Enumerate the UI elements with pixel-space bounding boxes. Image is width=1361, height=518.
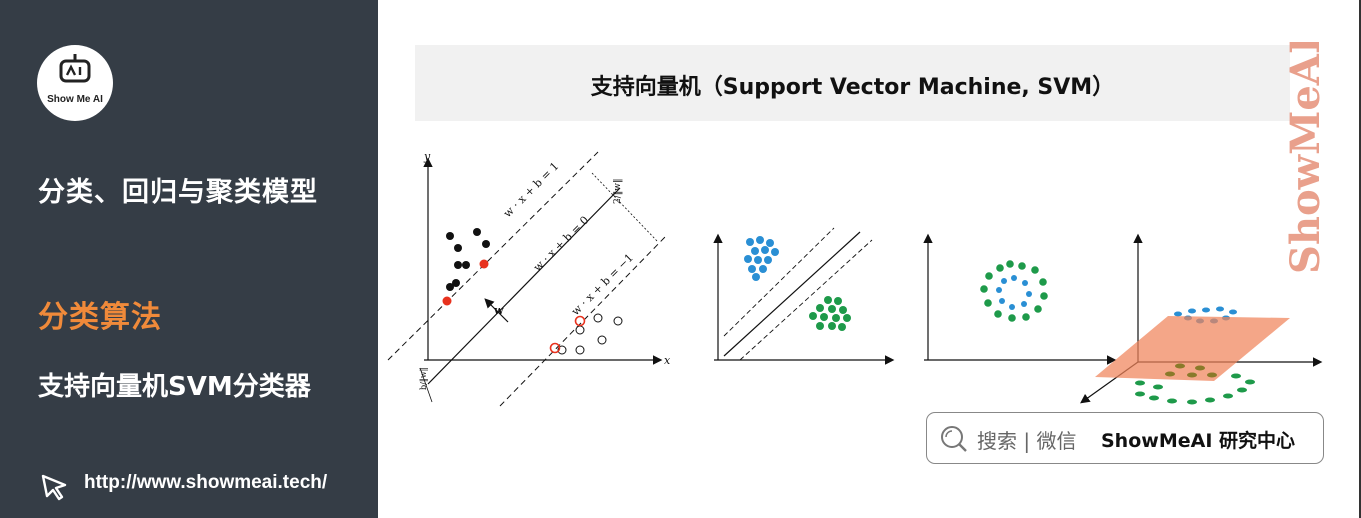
support-vectors-hollow (549, 315, 586, 354)
topic-label: 支持向量机SVM分类器 (38, 372, 311, 402)
search-hint: 搜索 | 微信 (977, 429, 1077, 453)
watermark-text: ShowMeAI (1285, 42, 1327, 274)
label-upper: w · x + b = 1 (501, 160, 562, 221)
margin-label: 2/‖w‖ (613, 179, 623, 204)
search-brand: ShowMeAI 研究中心 (1101, 430, 1295, 452)
margin-line-a (723, 227, 835, 337)
logo-text: Show Me AI (47, 94, 103, 105)
section-title: 分类、回归与聚类模型 (38, 177, 318, 208)
label-normal: w (493, 304, 504, 317)
svm-diagrams: y x w · x + b = 1 w · x + b = 0 w · x + … (387, 150, 1323, 407)
page-title: 支持向量机（Support Vector Machine, SVM） (590, 75, 1115, 100)
title-bar: 支持向量机（Support Vector Machine, SVM） (415, 45, 1290, 121)
separating-plane (1095, 316, 1290, 381)
shadow-points (1165, 363, 1217, 378)
upper-margin-line (387, 151, 599, 361)
search-icon (941, 426, 967, 452)
support-vectors-filled (442, 259, 489, 306)
website-link[interactable]: http://www.showmeai.tech/ (84, 472, 328, 493)
blue-cluster (744, 236, 779, 281)
separator-line (723, 231, 861, 357)
outer-green-ring (980, 260, 1048, 322)
page-border (1359, 0, 1361, 518)
green-cluster (809, 296, 851, 331)
offset-label: b/‖w‖ (419, 367, 428, 390)
robot-face-icon (59, 54, 91, 83)
label-lower: w · x + b = −1 (569, 251, 636, 318)
diagram-margin: y x w · x + b = 1 w · x + b = 0 w · x + … (387, 150, 671, 407)
offset-bracket (419, 367, 433, 403)
diagram-linear-separation (713, 227, 895, 365)
axis-x-label: x (664, 354, 671, 367)
margin-bracket (591, 172, 659, 243)
lower-margin-line (499, 235, 667, 407)
axis-y-label: y (423, 150, 431, 163)
class-hollow-points (557, 313, 623, 355)
normal-vector (484, 298, 509, 323)
pointer-cursor-icon (41, 474, 67, 501)
class-black-points (446, 228, 490, 291)
label-middle: w · x + b = 0 (531, 214, 592, 275)
hyperplane-line (427, 187, 621, 385)
diagram-ring-data (923, 233, 1117, 365)
logo[interactable]: Show Me AI (37, 45, 113, 121)
sidebar: Show Me AI 分类、回归与聚类模型 分类算法 支持向量机SVM分类器 h… (0, 0, 378, 518)
margin-line-b (739, 239, 873, 361)
inner-blue-ring (996, 275, 1032, 310)
lower-green-ring (1135, 373, 1255, 405)
watermark-logo: ShowMeAI (1285, 42, 1327, 274)
search-box[interactable]: 搜索 | 微信 ShowMeAI 研究中心 (926, 412, 1324, 464)
category-label: 分类算法 (38, 300, 162, 335)
diagram-kernel-3d (1080, 233, 1323, 405)
